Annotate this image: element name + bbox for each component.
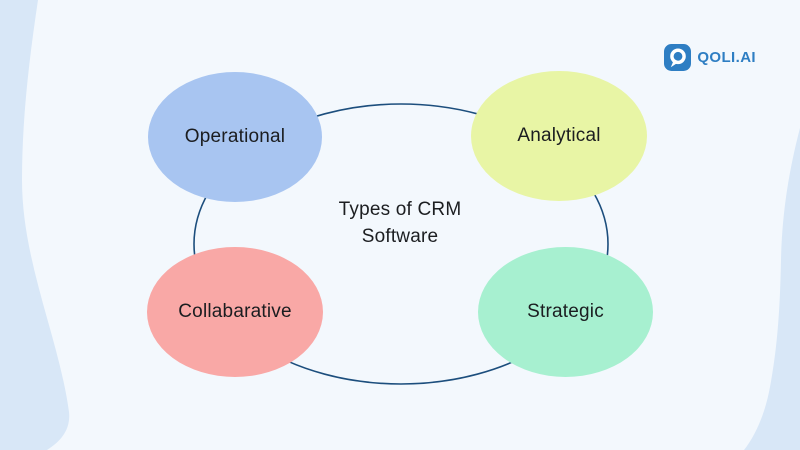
node-label: Strategic [527,301,604,322]
diagram-title-line-1: Types of CRM [338,199,462,220]
node-strategic: Strategic [478,247,653,377]
node-label: Collabarative [178,301,292,322]
connector-ellipse-stroke [193,103,609,385]
q-logo-icon [664,44,692,71]
node-operational: Operational [148,72,322,202]
right-wave-shape [744,128,800,450]
brand-logo: QOLI.AI [664,44,756,71]
diagram-title-line-2: Software [361,226,439,247]
diagram-title: Types of CRM Software [290,196,510,250]
node-collaborative: Collabarative [147,247,323,377]
node-analytical: Analytical [471,71,647,201]
node-label: Analytical [517,125,601,146]
brand-name: QOLI.AI [697,49,756,66]
node-label: Operational [184,126,286,147]
left-wave-shape [0,0,70,450]
